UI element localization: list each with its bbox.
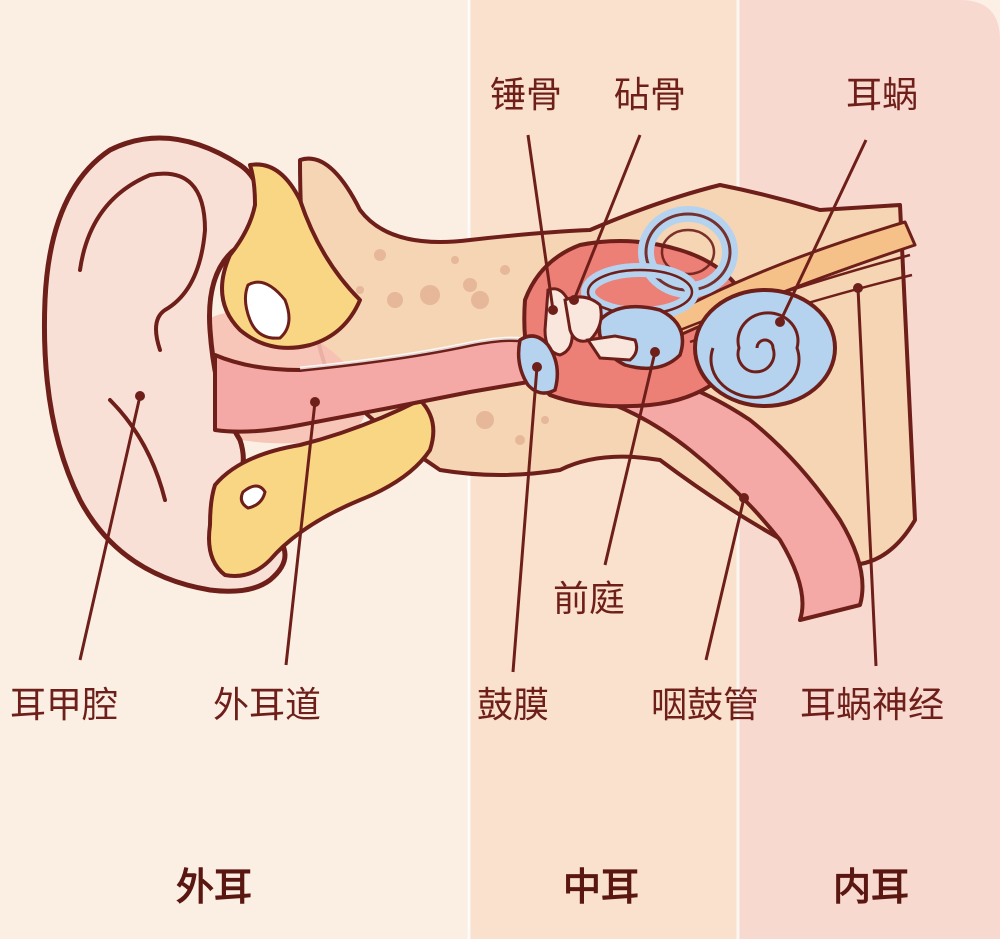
label-eustachian-tube: 咽鼓管 (651, 685, 760, 726)
leader-cochlear-nerve (856, 287, 878, 667)
label-concha: 耳甲腔 (10, 685, 119, 726)
eustachian-tube (583, 368, 865, 622)
leader-concha (78, 395, 142, 661)
label-cochlear-nerve: 耳蜗神经 (800, 685, 945, 726)
leader-cochlea (778, 139, 868, 323)
label-cochlea: 耳蜗 (846, 75, 919, 116)
helix-fold (78, 171, 208, 352)
leader-incus (572, 134, 642, 301)
leader-ear-canal (284, 401, 317, 666)
label-incus: 砧骨 (614, 75, 687, 116)
label-malleus: 锤骨 (490, 75, 563, 116)
stapes-bone (585, 334, 639, 362)
section-label-outer-ear: 外耳 (176, 865, 253, 909)
incus-bone (563, 295, 603, 343)
leader-eustachian (704, 497, 746, 661)
antihelix-fold (108, 398, 167, 502)
ear-canal-highlight (299, 336, 531, 370)
leader-end-dots (135, 283, 863, 503)
label-ear-canal: 外耳道 (213, 685, 322, 726)
leader-vestibule (603, 351, 657, 566)
lower-cartilage-hole (239, 484, 267, 510)
leader-malleus (526, 134, 555, 311)
leader-lines (78, 134, 878, 673)
label-eardrum: 鼓膜 (477, 685, 550, 726)
label-vestibule: 前庭 (553, 579, 626, 620)
upper-cartilage-hole (243, 280, 291, 340)
section-label-inner-ear: 内耳 (833, 865, 910, 909)
section-label-middle-ear: 中耳 (563, 865, 640, 909)
bone-texture-dots (356, 249, 549, 445)
cochlea-spiral (693, 288, 837, 408)
leader-eardrum (511, 366, 539, 673)
lower-cartilage (207, 398, 436, 578)
